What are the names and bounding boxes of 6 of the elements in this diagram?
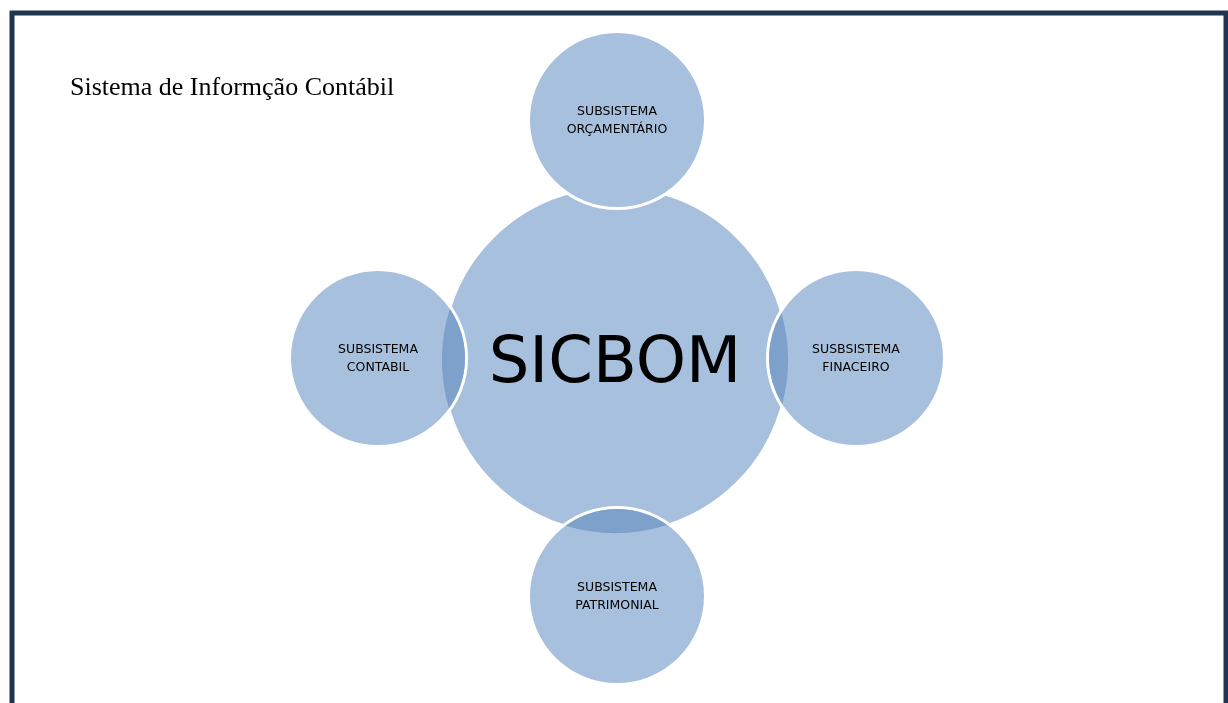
node-label: SUBSISTEMA ORÇAMENTÁRIO [565, 101, 669, 138]
node-label: SUBSISTEMA PATRIMONIAL [574, 577, 660, 614]
node-label: SUBSISTEMA CONTABIL [337, 339, 419, 376]
center-label: SICBOM [487, 328, 743, 392]
node-label: SUSBSISTEMA FINACEIRO [811, 339, 901, 376]
diagram-title: Sistema de Informção Contábil [70, 72, 395, 102]
